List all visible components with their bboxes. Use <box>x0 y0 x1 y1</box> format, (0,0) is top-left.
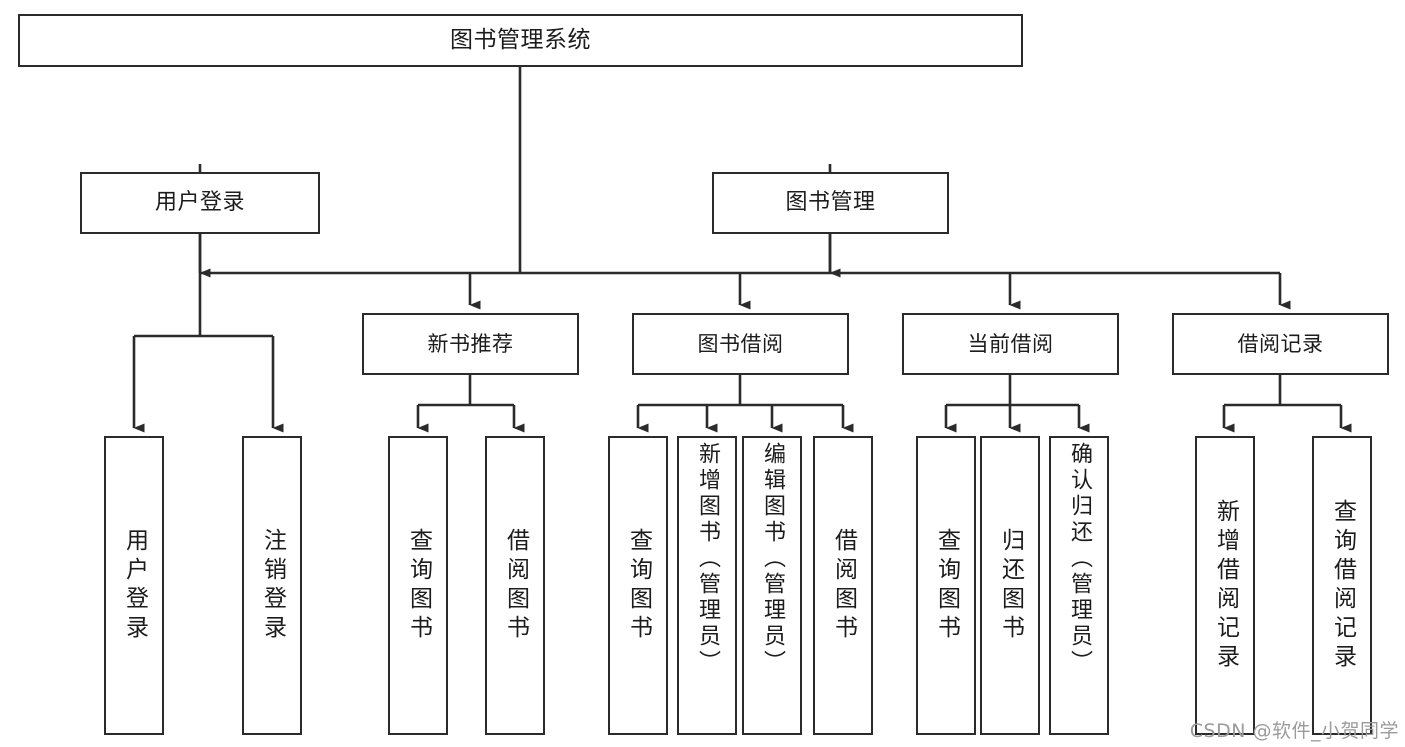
node-book-borrow[interactable]: 图书借阅 <box>632 313 849 375</box>
node-leaf-query-book-1-label: 查询图书 <box>405 527 432 644</box>
node-leaf-add-record[interactable]: 新增借阅记录 <box>1195 436 1255 735</box>
node-leaf-query-record[interactable]: 查询借阅记录 <box>1312 436 1372 735</box>
node-leaf-user-login-label: 用户登录 <box>121 527 148 644</box>
node-leaf-edit-book-label: 编辑图书（管理员） <box>760 442 785 676</box>
node-book-borrow-label: 图书借阅 <box>697 331 784 356</box>
node-leaf-user-logout[interactable]: 注销登录 <box>242 436 302 735</box>
node-leaf-user-login[interactable]: 用户登录 <box>104 436 164 735</box>
node-leaf-borrow-book-1-label: 借阅图书 <box>502 527 529 644</box>
node-leaf-confirm-return[interactable]: 确认归还（管理员） <box>1049 436 1109 735</box>
node-new-book-recommend[interactable]: 新书推荐 <box>362 313 579 375</box>
node-book-management-label: 图书管理 <box>785 190 876 216</box>
watermark-text: CSDN @软件_小贺同学 <box>1189 720 1399 742</box>
node-leaf-borrow-book-2[interactable]: 借阅图书 <box>813 436 873 735</box>
node-leaf-borrow-book-2-label: 借阅图书 <box>830 527 857 644</box>
node-leaf-user-logout-label: 注销登录 <box>259 527 286 644</box>
node-leaf-query-book-1[interactable]: 查询图书 <box>388 436 448 735</box>
node-leaf-confirm-return-label: 确认归还（管理员） <box>1067 442 1092 676</box>
node-leaf-add-record-label: 新增借阅记录 <box>1212 498 1239 673</box>
node-user-login[interactable]: 用户登录 <box>80 172 320 234</box>
node-leaf-query-book-2[interactable]: 查询图书 <box>608 436 668 735</box>
node-leaf-query-record-label: 查询借阅记录 <box>1329 498 1356 673</box>
node-leaf-borrow-book-1[interactable]: 借阅图书 <box>485 436 545 735</box>
node-leaf-edit-book[interactable]: 编辑图书（管理员） <box>742 436 802 735</box>
node-current-borrow[interactable]: 当前借阅 <box>902 313 1119 375</box>
node-leaf-add-book[interactable]: 新增图书（管理员） <box>677 436 737 735</box>
node-leaf-add-book-label: 新增图书（管理员） <box>695 442 720 676</box>
node-user-login-label: 用户登录 <box>154 190 245 216</box>
node-leaf-query-book-3[interactable]: 查询图书 <box>916 436 976 735</box>
node-root[interactable]: 图书管理系统 <box>18 14 1023 67</box>
node-root-label: 图书管理系统 <box>450 27 591 54</box>
node-leaf-return-book[interactable]: 归还图书 <box>980 436 1040 735</box>
node-current-borrow-label: 当前借阅 <box>967 331 1054 356</box>
node-book-management[interactable]: 图书管理 <box>712 172 949 234</box>
node-borrow-record[interactable]: 借阅记录 <box>1172 313 1389 375</box>
node-borrow-record-label: 借阅记录 <box>1237 331 1324 356</box>
node-new-book-recommend-label: 新书推荐 <box>427 331 514 356</box>
node-leaf-query-book-2-label: 查询图书 <box>625 527 652 644</box>
node-leaf-query-book-3-label: 查询图书 <box>933 527 960 644</box>
node-leaf-return-book-label: 归还图书 <box>997 527 1024 644</box>
